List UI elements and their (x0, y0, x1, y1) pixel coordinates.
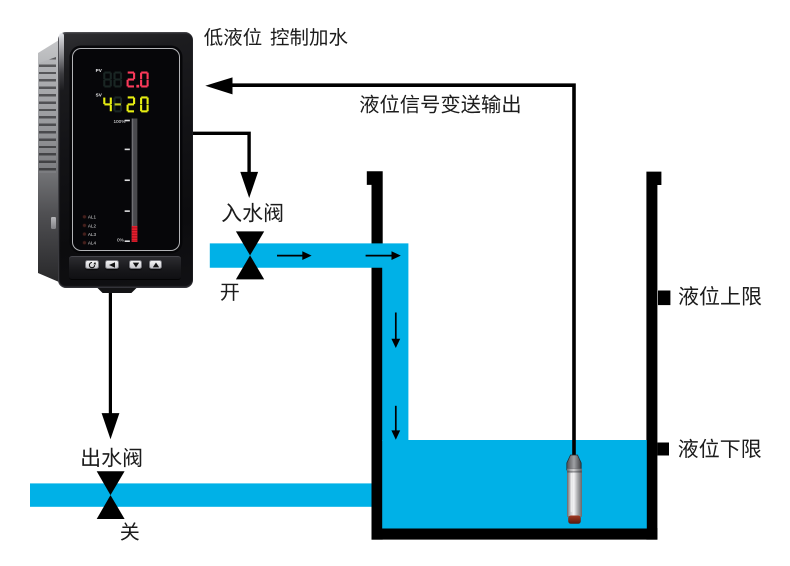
lower-limit-label (678, 438, 761, 459)
inlet-valve-label (221, 202, 283, 223)
inlet-valve-symbol (235, 231, 265, 280)
pv-label: PV (96, 67, 103, 72)
bargraph-top-label: 100% (113, 118, 125, 123)
bargraph: 100% 0% (113, 118, 138, 242)
alarm-indicator: AL1 (82, 214, 97, 219)
tank-water (382, 440, 647, 529)
outlet-control-arrowhead-icon (101, 413, 120, 440)
inlet-control-arrowhead-icon (240, 171, 259, 198)
tank-right-wall (646, 171, 662, 540)
inlet-valve-state-label (220, 283, 239, 301)
alarm-indicator: AL3 (82, 232, 97, 237)
instrument-clamp-tab (97, 287, 137, 293)
signal-arrowhead-icon (205, 77, 233, 95)
outlet-valve-symbol (96, 471, 125, 519)
level-sensor-probe (566, 454, 582, 524)
outlet-pipe (30, 483, 383, 507)
inlet-pipe (209, 243, 409, 441)
bargraph-bottom-label: 0% (117, 237, 124, 242)
down-button[interactable] (128, 260, 143, 270)
instrument-mount-screw (50, 217, 56, 229)
alarm-label: AL2 (88, 223, 97, 228)
alarm-indicator: AL2 (82, 223, 97, 228)
bezel-highlight (59, 33, 64, 91)
upper-limit-marker (658, 290, 671, 306)
tank-bottom (371, 528, 658, 540)
up-button[interactable] (148, 260, 163, 270)
bargraph-level-fill (131, 225, 138, 242)
upper-limit-label (678, 286, 762, 306)
pv-display (103, 71, 149, 88)
alarm-indicator: AL4 (82, 240, 97, 245)
shift-left-button[interactable] (105, 260, 119, 270)
title-low-level-control-label (204, 27, 348, 46)
flow-arrows (277, 251, 401, 440)
alarm-label: AL1 (88, 214, 97, 219)
outlet-valve-label (82, 447, 142, 468)
alarm-label: AL3 (88, 232, 97, 237)
reset-button[interactable] (85, 260, 99, 270)
outlet-valve-state-label (120, 522, 139, 541)
instrument-vent-slots (39, 57, 56, 173)
alarm-label: AL4 (88, 240, 97, 245)
lower-limit-marker (657, 442, 669, 456)
sv-display (103, 95, 149, 112)
signal-output-label (360, 94, 520, 114)
signal-line (230, 83, 576, 456)
sv-label: SV (96, 92, 103, 97)
inlet-control-line (192, 131, 251, 173)
